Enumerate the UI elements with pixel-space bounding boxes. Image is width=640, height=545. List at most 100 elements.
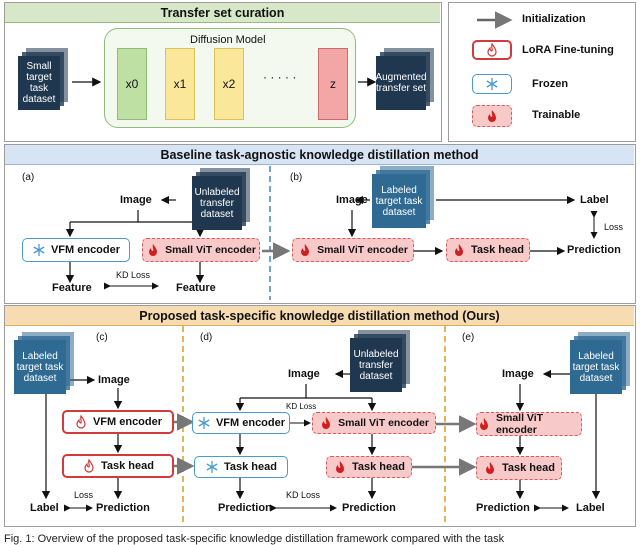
labeled-stack-c: Labeled target task dataset (14, 332, 76, 394)
panel-d-label: (d) (200, 332, 213, 343)
z-step: z (318, 48, 348, 120)
labeled-label-e: Labeled target task dataset (572, 350, 620, 384)
flame-filled-icon (301, 244, 310, 256)
vfm-encoder-a-label: VFM encoder (50, 244, 121, 256)
snowflake-icon (198, 417, 210, 429)
c-loss: Loss (74, 490, 94, 500)
z-label: z (330, 77, 336, 91)
snowflake-icon (206, 461, 218, 473)
c-prediction: Prediction (96, 502, 150, 514)
e-prediction: Prediction (476, 502, 530, 514)
baseline-prediction: Prediction (567, 244, 621, 256)
x0-step: x0 (117, 48, 147, 120)
feature-left: Feature (52, 282, 92, 294)
small-vit-b: Small ViT encoder (292, 238, 414, 262)
proposed-frame (4, 305, 636, 527)
x2-step: x2 (214, 48, 244, 120)
transfer-set-frame (4, 2, 442, 142)
task-head-d-train: Task head (326, 456, 412, 478)
legend-frozen-swatch (472, 74, 512, 94)
labeled-label-b: Labeled target task dataset (375, 184, 423, 218)
vfm-encoder-c-label: VFM encoder (92, 416, 163, 428)
unlabeled-label-a: Unlabeled transfer dataset (194, 186, 240, 220)
panel-a-label: (a) (22, 172, 35, 183)
diffusion-model-title: Diffusion Model (190, 34, 266, 46)
feature-right: Feature (176, 282, 216, 294)
baseline-frame (4, 144, 636, 304)
small-dataset-stack: Small target task dataset (18, 48, 68, 110)
c-image: Image (98, 374, 130, 386)
e-image: Image (502, 368, 534, 380)
transfer-set-title: Transfer set curation (5, 3, 440, 23)
flame-filled-icon (322, 417, 331, 429)
figure-caption: Fig. 1: Overview of the proposed task-sp… (4, 533, 505, 545)
augmented-stack: Augmented transfer set (375, 48, 436, 110)
small-vit-e: Small ViT encoder (476, 412, 582, 436)
c-label: Label (30, 502, 59, 514)
flame-filled-icon (488, 110, 496, 122)
vfm-encoder-d-label: VFM encoder (215, 417, 286, 429)
task-head-b: Task head (446, 238, 530, 262)
flame-filled-icon (486, 462, 494, 474)
legend-initialization: Initialization (522, 13, 586, 25)
x1-step: x1 (165, 48, 195, 120)
task-head-b-label: Task head (471, 244, 524, 256)
vfm-encoder-d: VFM encoder (192, 412, 290, 434)
snowflake-icon (33, 244, 45, 256)
small-vit-a: Small ViT encoder (142, 238, 260, 262)
baseline-title: Baseline task-agnostic knowledge distill… (5, 145, 634, 165)
small-dataset-label: Small target task dataset (22, 61, 56, 105)
flame-filled-icon (149, 244, 158, 256)
vfm-encoder-c: VFM encoder (62, 410, 174, 434)
flame-outline-icon (76, 415, 86, 429)
legend-trainable-swatch (472, 105, 512, 127)
labeled-stack-b: Labeled target task dataset (372, 166, 436, 228)
small-vit-b-label: Small ViT encoder (317, 244, 408, 256)
task-head-d-frozen-label: Task head (224, 461, 277, 473)
task-head-c-label: Task head (101, 460, 154, 472)
baseline-image: Image (120, 194, 152, 206)
small-vit-d: Small ViT encoder (312, 412, 436, 434)
baseline-loss: Loss (604, 222, 624, 232)
x2-label: x2 (222, 77, 236, 91)
task-head-e-label: Task head (502, 462, 555, 474)
d-kd-loss-top: KD Loss (286, 402, 317, 411)
legend-lora-swatch (472, 40, 512, 60)
vfm-encoder-a: VFM encoder (22, 238, 130, 262)
legend-lora: LoRA Fine-tuning (522, 44, 614, 56)
d-kd-loss-bottom: KD Loss (286, 490, 321, 500)
d-prediction-left: Prediction (218, 502, 272, 514)
panel-b-label: (b) (290, 172, 303, 183)
e-label: Label (576, 502, 605, 514)
task-head-d-frozen: Task head (194, 456, 288, 478)
flame-filled-icon (480, 418, 488, 430)
panel-c-label: (c) (96, 332, 108, 343)
legend-frozen: Frozen (532, 78, 569, 90)
unlabeled-stack-d: Unlabeled transfer dataset (350, 330, 412, 392)
kd-loss-a: KD Loss (116, 270, 151, 280)
augmented-label: Augmented transfer set (375, 72, 427, 94)
flame-filled-icon (336, 461, 344, 473)
task-head-c: Task head (62, 454, 174, 478)
panel-e-label: (e) (462, 332, 475, 343)
baseline-image-b: Image (336, 194, 368, 206)
labeled-label-c: Labeled target task dataset (16, 350, 64, 384)
task-head-e: Task head (476, 456, 562, 480)
flame-outline-icon (84, 459, 94, 473)
unlabeled-label-d: Unlabeled transfer dataset (353, 348, 399, 382)
unlabeled-stack-a: Unlabeled transfer dataset (192, 168, 252, 230)
baseline-label: Label (580, 194, 609, 206)
d-image: Image (288, 368, 320, 380)
x0-label: x0 (125, 77, 139, 91)
small-vit-e-label: Small ViT encoder (496, 412, 544, 436)
legend-frame (448, 2, 636, 142)
small-vit-a-label: Small ViT encoder (165, 244, 256, 256)
small-vit-d-label: Small ViT encoder (338, 417, 429, 429)
ellipsis-dots: · · · · · (263, 70, 297, 84)
x1-label: x1 (173, 77, 187, 91)
flame-outline-icon (487, 43, 497, 57)
snowflake-icon (486, 78, 498, 90)
labeled-stack-e: Labeled target task dataset (570, 332, 632, 394)
proposed-title: Proposed task-specific knowledge distill… (5, 306, 634, 326)
legend-trainable: Trainable (532, 109, 581, 121)
